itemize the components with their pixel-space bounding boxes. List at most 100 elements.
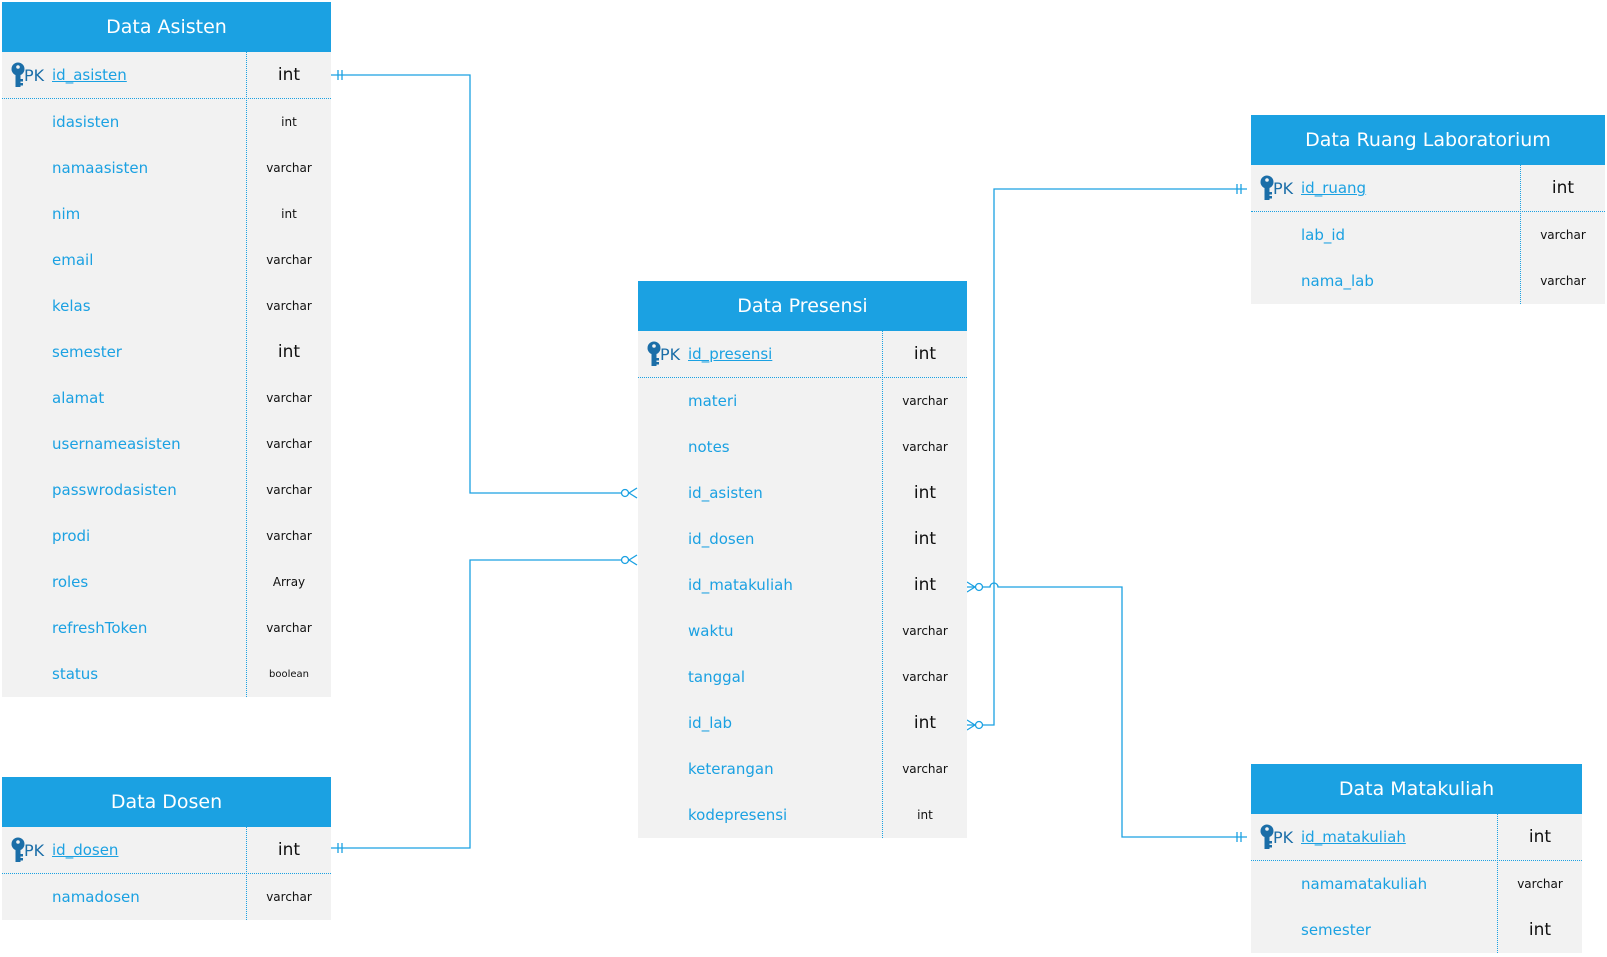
field-name[interactable]: id_dosen: [688, 530, 755, 548]
field-name[interactable]: status: [52, 665, 99, 683]
field-name[interactable]: kodepresensi: [688, 806, 788, 824]
key-icon: [1259, 824, 1275, 852]
field-name[interactable]: id_asisten: [52, 66, 127, 84]
field-row[interactable]: status boolean: [2, 651, 331, 697]
field-name[interactable]: namaasisten: [52, 159, 149, 177]
field-name[interactable]: semester: [52, 343, 122, 361]
field-name[interactable]: id_ruang: [1301, 179, 1367, 197]
field-name[interactable]: email: [52, 251, 94, 269]
zero-marker: [620, 555, 630, 565]
field-name[interactable]: refreshToken: [52, 619, 148, 637]
field-type: varchar: [266, 890, 312, 904]
field-row[interactable]: alamat varchar: [2, 375, 331, 421]
field-name[interactable]: id_matakuliah: [688, 576, 793, 594]
field-name[interactable]: id_lab: [688, 714, 733, 732]
field-type: varchar: [266, 391, 312, 405]
field-name[interactable]: kelas: [52, 297, 91, 315]
field-name[interactable]: nama_lab: [1301, 272, 1374, 290]
field-name[interactable]: passwrodasisten: [52, 481, 177, 499]
key-icon: [10, 62, 26, 90]
field-row[interactable]: namadosen varchar: [2, 874, 331, 920]
field-row[interactable]: kodepresensi int: [638, 792, 967, 838]
column-divider: [1497, 814, 1498, 953]
field-row[interactable]: refreshToken varchar: [2, 605, 331, 651]
pk-marker: PK: [660, 344, 681, 364]
entity-title[interactable]: Data Asisten: [2, 2, 331, 52]
field-name[interactable]: id_dosen: [52, 841, 119, 859]
field-name[interactable]: waktu: [688, 622, 734, 640]
field-name[interactable]: namamatakuliah: [1301, 875, 1428, 893]
field-name[interactable]: tanggal: [688, 668, 745, 686]
rel-matakuliah-presensi-line[interactable]: [967, 582, 1247, 838]
field-name[interactable]: materi: [688, 392, 738, 410]
field-name[interactable]: nim: [52, 205, 81, 223]
field-type: int: [277, 342, 301, 362]
field-name[interactable]: roles: [52, 573, 89, 591]
field-name[interactable]: lab_id: [1301, 226, 1346, 244]
field-type: varchar: [902, 670, 948, 684]
field-type: varchar: [266, 621, 312, 635]
field-name[interactable]: usernameasisten: [52, 435, 181, 453]
field-row[interactable]: tanggal varchar: [638, 654, 967, 700]
field-name[interactable]: id_presensi: [688, 345, 773, 363]
field-type: int: [1528, 827, 1552, 847]
entity-title[interactable]: Data Dosen: [2, 777, 331, 827]
rel-ruang-presensi-line[interactable]: [967, 188, 1247, 726]
many-marker: [966, 581, 976, 588]
entity-title[interactable]: Data Presensi: [638, 281, 967, 331]
field-name[interactable]: prodi: [52, 527, 91, 545]
field-type: int: [913, 344, 937, 364]
field-row[interactable]: semester int: [2, 329, 331, 375]
rel-asisten-presensi-line[interactable]: [330, 74, 630, 494]
rel-dosen-presensi-line[interactable]: [330, 559, 630, 849]
field-name[interactable]: namadosen: [52, 888, 140, 906]
field-row[interactable]: id_dosen int: [638, 516, 967, 562]
field-row[interactable]: passwrodasisten varchar: [2, 467, 331, 513]
field-type: int: [913, 529, 937, 549]
many-marker: [628, 492, 638, 499]
primary-key-row[interactable]: PK id_presensi int: [638, 331, 967, 378]
field-name[interactable]: id_matakuliah: [1301, 828, 1406, 846]
field-type: int: [277, 65, 301, 85]
field-type: int: [917, 808, 933, 822]
field-name[interactable]: keterangan: [688, 760, 774, 778]
field-name[interactable]: alamat: [52, 389, 105, 407]
field-name[interactable]: notes: [688, 438, 730, 456]
entity-title[interactable]: Data Matakuliah: [1251, 764, 1582, 814]
field-type: boolean: [269, 668, 309, 680]
field-name[interactable]: id_asisten: [688, 484, 763, 502]
field-type: varchar: [266, 483, 312, 497]
field-name[interactable]: semester: [1301, 921, 1371, 939]
entity-title[interactable]: Data Ruang Laboratorium: [1251, 115, 1605, 165]
field-type: int: [277, 840, 301, 860]
field-name[interactable]: idasisten: [52, 113, 120, 131]
